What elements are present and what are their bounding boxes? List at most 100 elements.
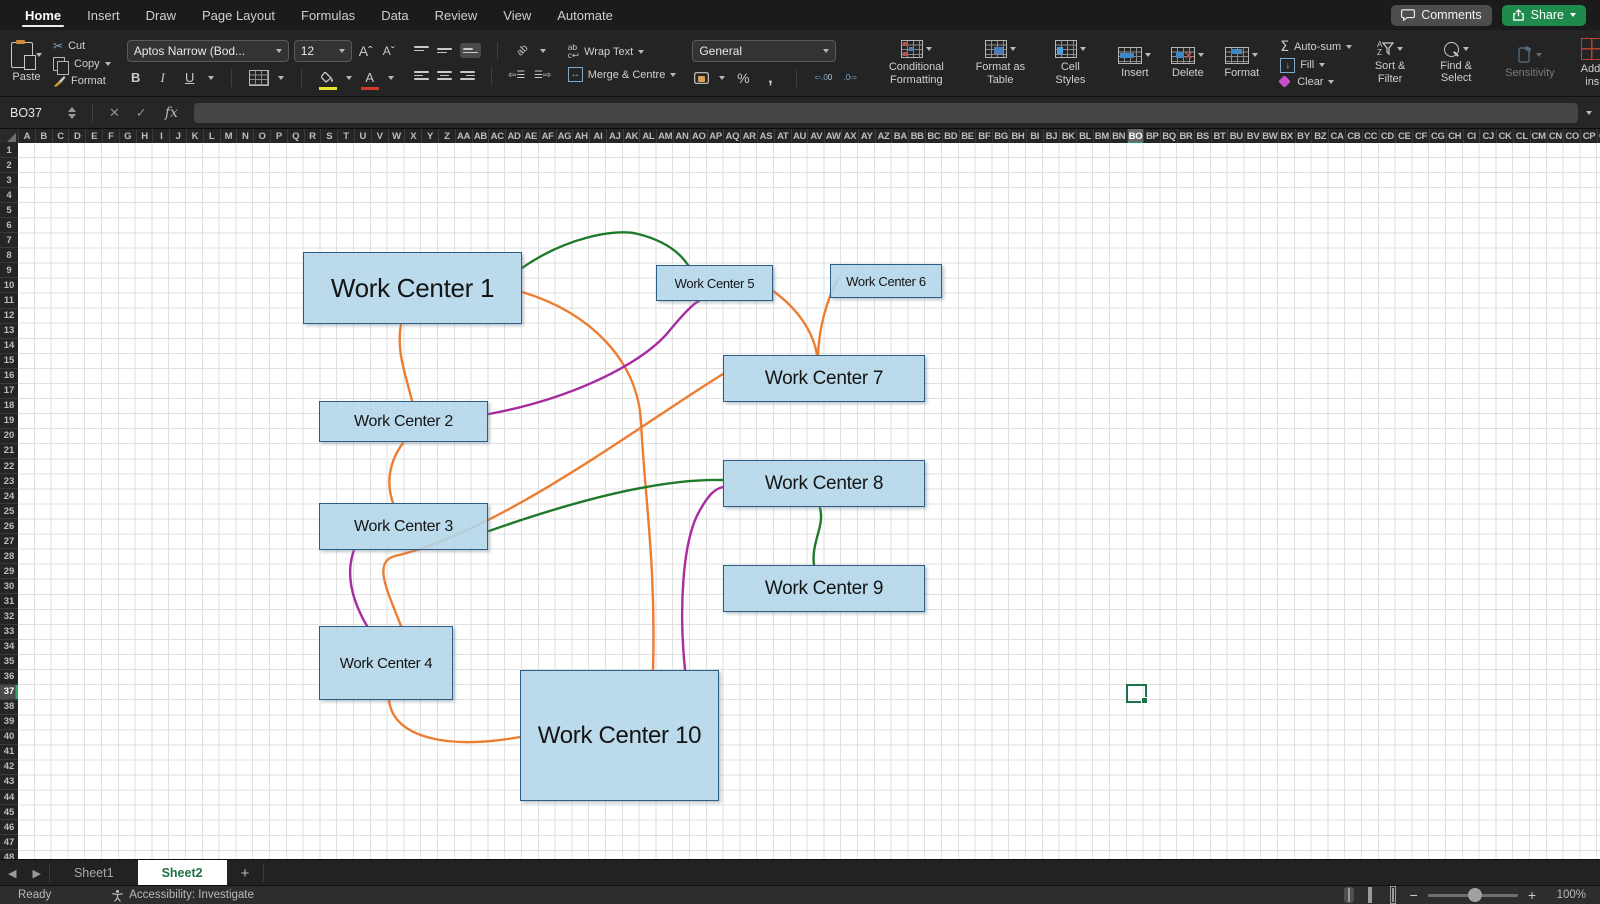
row-header-30[interactable]: 30 — [0, 579, 18, 594]
row-header-15[interactable]: 15 — [0, 354, 18, 369]
column-header-AP[interactable]: AP — [708, 129, 725, 144]
column-header-BV[interactable]: BV — [1245, 129, 1262, 144]
align-middle-icon[interactable] — [437, 46, 452, 55]
cell-styles-button[interactable]: Cell Styles — [1043, 40, 1097, 85]
row-header-10[interactable]: 10 — [0, 278, 18, 293]
row-header-31[interactable]: 31 — [0, 594, 18, 609]
column-header-CA[interactable]: CA — [1329, 129, 1346, 144]
column-header-CO[interactable]: CO — [1564, 129, 1581, 144]
decrease-font-icon[interactable]: Aˇ — [380, 42, 398, 60]
column-header-AT[interactable]: AT — [775, 129, 792, 144]
column-header-N[interactable]: N — [237, 129, 254, 144]
column-header-BP[interactable]: BP — [1144, 129, 1161, 144]
insert-cells-button[interactable]: Insert — [1113, 47, 1156, 79]
column-header-K[interactable]: K — [187, 129, 204, 144]
column-header-J[interactable]: J — [170, 129, 187, 144]
row-header-24[interactable]: 24 — [0, 489, 18, 504]
column-header-BU[interactable]: BU — [1228, 129, 1245, 144]
orientation-icon[interactable]: ab — [514, 42, 532, 60]
column-header-AK[interactable]: AK — [624, 129, 641, 144]
column-header-D[interactable]: D — [69, 129, 86, 144]
row-header-35[interactable]: 35 — [0, 655, 18, 670]
select-all-corner[interactable] — [0, 129, 19, 144]
increase-indent-icon[interactable]: ☰⇨ — [534, 67, 552, 85]
delete-cells-button[interactable]: ✕ Delete — [1166, 47, 1209, 79]
conditional-formatting-button[interactable]: Conditional Formatting — [875, 40, 957, 85]
column-header-AH[interactable]: AH — [573, 129, 590, 144]
find-select-button[interactable]: Find & Select — [1428, 42, 1484, 84]
column-header-BW[interactable]: BW — [1262, 129, 1279, 144]
row-header-3[interactable]: 3 — [0, 173, 18, 188]
align-right-icon[interactable] — [460, 69, 475, 82]
column-header-H[interactable]: H — [137, 129, 154, 144]
row-header-8[interactable]: 8 — [0, 248, 18, 263]
row-header-28[interactable]: 28 — [0, 549, 18, 564]
view-page-break-icon[interactable] — [1386, 887, 1400, 903]
menu-tab-automate[interactable]: Automate — [544, 0, 626, 30]
menu-tab-draw[interactable]: Draw — [133, 0, 189, 30]
row-header-40[interactable]: 40 — [0, 730, 18, 745]
column-header-BQ[interactable]: BQ — [1161, 129, 1178, 144]
column-header-BD[interactable]: BD — [943, 129, 960, 144]
column-header-AO[interactable]: AO — [691, 129, 708, 144]
column-header-AF[interactable]: AF — [540, 129, 557, 144]
column-header-CI[interactable]: CI — [1464, 129, 1481, 144]
row-header-44[interactable]: 44 — [0, 790, 18, 805]
column-header-CB[interactable]: CB — [1346, 129, 1363, 144]
column-header-AI[interactable]: AI — [590, 129, 607, 144]
column-header-BY[interactable]: BY — [1296, 129, 1313, 144]
column-header-AB[interactable]: AB — [473, 129, 490, 144]
increase-font-icon[interactable]: Aˆ — [357, 42, 375, 60]
sheet-tab-sheet2[interactable]: Sheet2 — [138, 860, 227, 886]
column-header-BF[interactable]: BF — [976, 129, 993, 144]
formula-bar-chevron-icon[interactable] — [1586, 111, 1592, 115]
font-color-icon[interactable]: A — [361, 69, 379, 87]
row-header-7[interactable]: 7 — [0, 233, 18, 248]
shape-work-center-2[interactable]: Work Center 2 — [319, 401, 488, 442]
column-header-BK[interactable]: BK — [1060, 129, 1077, 144]
row-header-36[interactable]: 36 — [0, 670, 18, 685]
accounting-format-icon[interactable] — [692, 69, 710, 87]
column-header-AE[interactable]: AE — [523, 129, 540, 144]
decrease-indent-icon[interactable]: ⇦☰ — [508, 67, 526, 85]
view-page-layout-icon[interactable] — [1364, 887, 1376, 903]
column-header-AV[interactable]: AV — [808, 129, 825, 144]
row-header-16[interactable]: 16 — [0, 369, 18, 384]
merge-centre-button[interactable]: ↔ Merge & Centre — [568, 67, 677, 82]
row-header-11[interactable]: 11 — [0, 293, 18, 308]
column-header-R[interactable]: R — [305, 129, 322, 144]
column-header-CC[interactable]: CC — [1363, 129, 1380, 144]
menu-tab-formulas[interactable]: Formulas — [288, 0, 368, 30]
row-header-13[interactable]: 13 — [0, 324, 18, 339]
autosum-button[interactable]: ΣAuto-sum — [1280, 39, 1352, 55]
share-button[interactable]: Share — [1502, 5, 1586, 26]
column-header-V[interactable]: V — [372, 129, 389, 144]
column-header-F[interactable]: F — [103, 129, 120, 144]
column-header-CK[interactable]: CK — [1497, 129, 1514, 144]
shape-work-center-10[interactable]: Work Center 10 — [520, 670, 719, 801]
italic-button[interactable]: I — [154, 69, 172, 87]
column-header-BB[interactable]: BB — [909, 129, 926, 144]
formula-input[interactable] — [194, 103, 1578, 123]
sheet-tab-sheet1[interactable]: Sheet1 — [50, 860, 138, 886]
column-header-AW[interactable]: AW — [825, 129, 842, 144]
row-header-34[interactable]: 34 — [0, 640, 18, 655]
row-header-38[interactable]: 38 — [0, 700, 18, 715]
row-header-43[interactable]: 43 — [0, 775, 18, 790]
shape-work-center-9[interactable]: Work Center 9 — [723, 565, 925, 612]
enter-icon[interactable]: ✓ — [136, 105, 147, 121]
fill-handle[interactable] — [1141, 697, 1148, 704]
fill-button[interactable]: ↓Fill — [1280, 58, 1352, 73]
row-header-32[interactable]: 32 — [0, 609, 18, 624]
column-header-P[interactable]: P — [271, 129, 288, 144]
row-header-6[interactable]: 6 — [0, 218, 18, 233]
column-header-CH[interactable]: CH — [1447, 129, 1464, 144]
fill-color-icon[interactable] — [319, 69, 337, 87]
row-header-39[interactable]: 39 — [0, 715, 18, 730]
menu-tab-view[interactable]: View — [490, 0, 544, 30]
column-header-BN[interactable]: BN — [1111, 129, 1128, 144]
row-header-26[interactable]: 26 — [0, 519, 18, 534]
selected-cell[interactable] — [1126, 684, 1147, 703]
column-header-CG[interactable]: CG — [1430, 129, 1447, 144]
paste-button[interactable]: Paste — [6, 42, 47, 83]
